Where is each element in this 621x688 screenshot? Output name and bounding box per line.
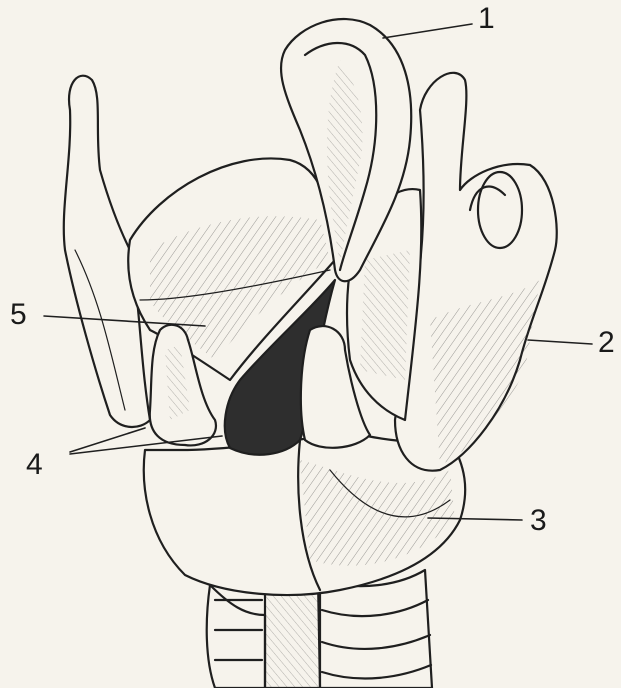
label-4: 4: [26, 450, 43, 480]
label-5: 5: [10, 300, 27, 330]
label-3: 3: [530, 506, 547, 536]
label-1: 1: [478, 4, 495, 34]
label-2: 2: [598, 328, 615, 358]
